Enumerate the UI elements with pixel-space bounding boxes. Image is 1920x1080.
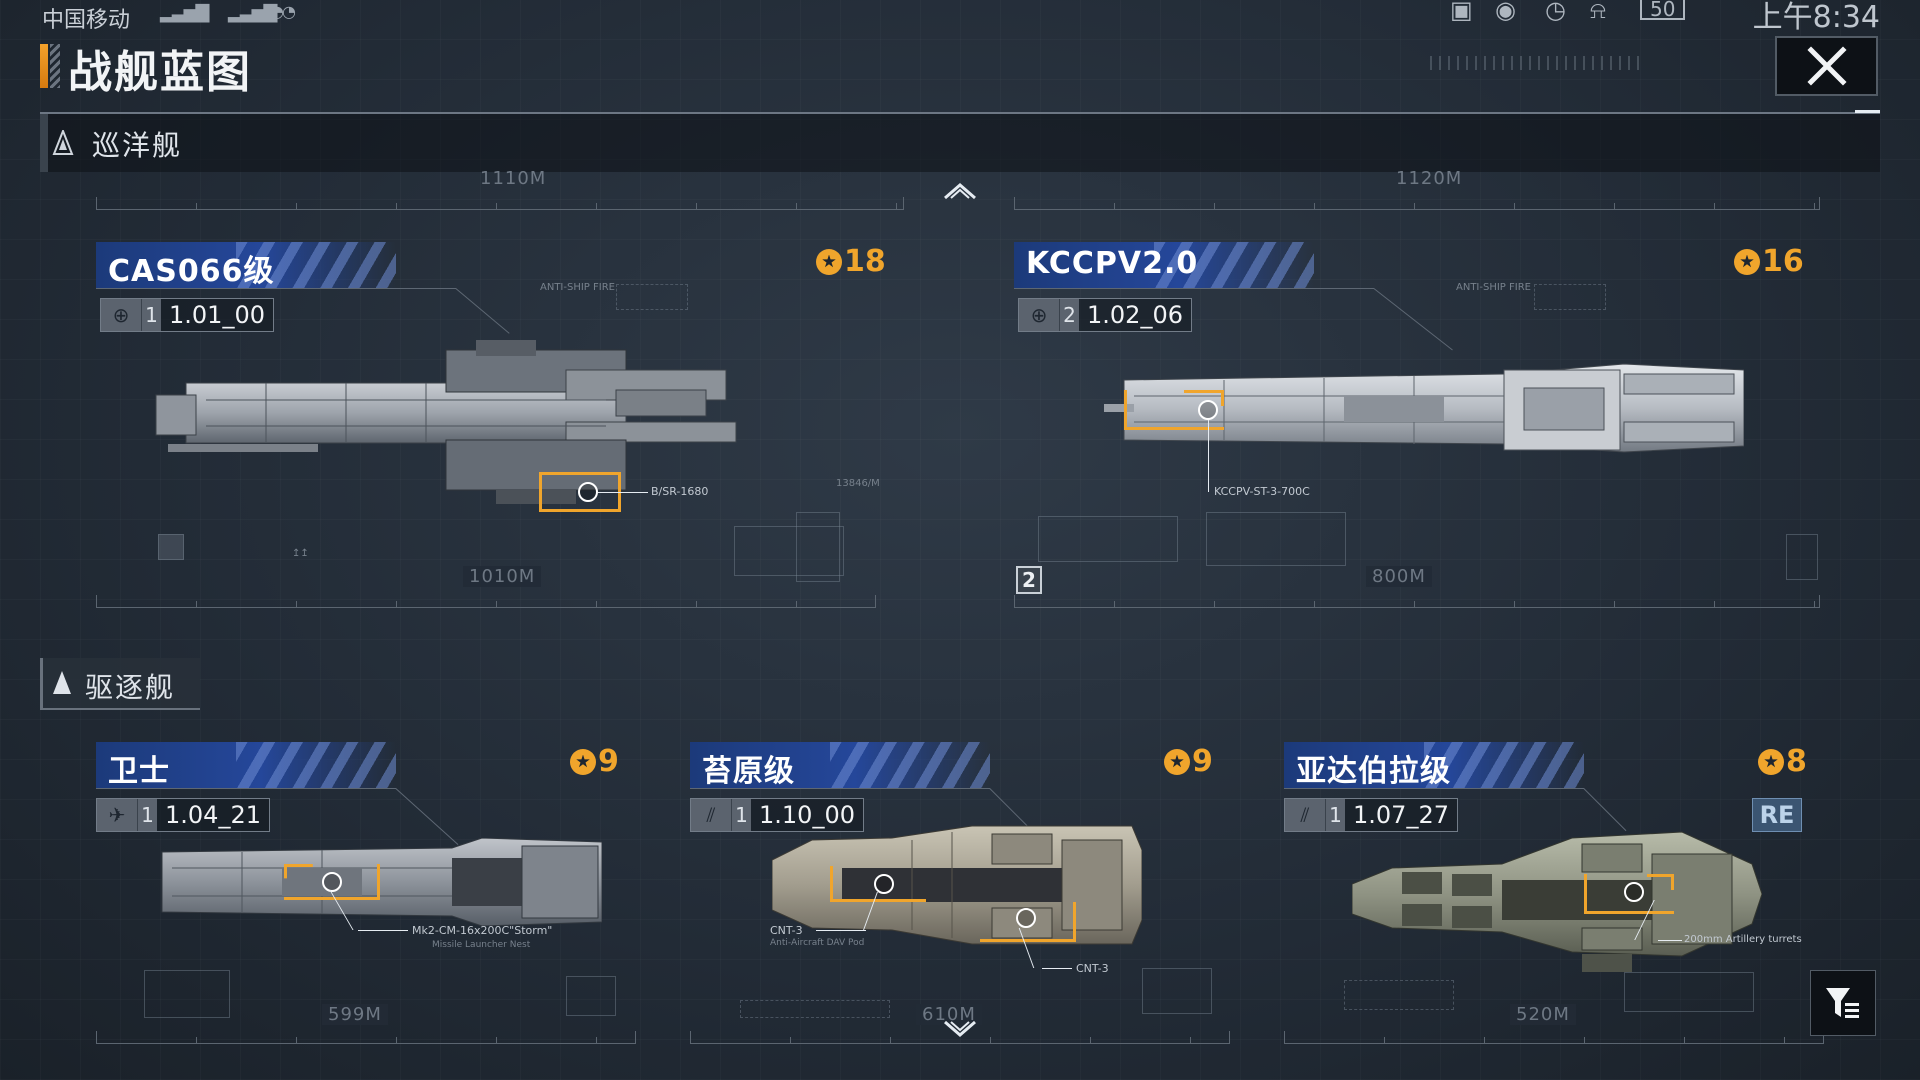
star-points-icon <box>570 748 596 775</box>
scale-ruler <box>1284 1031 1824 1044</box>
title-accent-stripes <box>50 44 60 88</box>
jet-icon: ✈ <box>97 799 137 831</box>
scale-ruler <box>1014 595 1820 608</box>
signal-icon: ▂▃▅▇ <box>160 2 209 23</box>
ship-image-kccpv <box>1104 363 1744 453</box>
scale-ruler <box>96 1031 636 1044</box>
re-badge: RE <box>1752 798 1802 832</box>
star-points-icon <box>1758 748 1784 775</box>
hardpoint-marker[interactable] <box>578 482 598 502</box>
hardpoint-marker[interactable] <box>1198 400 1218 420</box>
scroll-up-button[interactable] <box>943 180 977 200</box>
scale-label: 610M <box>916 1004 982 1025</box>
version-tag: ⫽ 1 1.10_00 <box>690 798 864 832</box>
ship-card-aldabra[interactable]: 亚达伯拉级 8 ⫽ 1 1.07_27 RE 200mm Artillery t… <box>1284 742 1824 1052</box>
points-badge: 9 <box>570 744 619 779</box>
mute-icon: ⍾ <box>1590 0 1606 24</box>
globe-icon: ⊕ <box>101 299 141 331</box>
version-tag: ⊕ 1 1.01_00 <box>100 298 274 332</box>
decor-ticks <box>1430 56 1640 70</box>
hardpoint-marker-1[interactable] <box>874 874 894 894</box>
globe-icon: ⊕ <box>1019 299 1059 331</box>
ship-image-cas066 <box>155 340 737 504</box>
signal-icon-2: ▂▃▅▇ <box>228 2 277 23</box>
hardpoint-label: KCCPV-ST-3-700C <box>1214 485 1310 498</box>
wifi-icon: ◔◔ <box>270 2 296 21</box>
section-header-destroyer: 驱逐舰 <box>40 658 200 710</box>
app-icon: ▣ <box>1450 0 1473 24</box>
hardpoint-label: Mk2-CM-16x200C"Storm" <box>412 924 553 937</box>
section-header-cruiser: 巡洋舰 <box>40 114 1880 172</box>
clock: 上午8:34 <box>1752 0 1880 35</box>
ship-card-cas066[interactable]: CAS066级 18 ⊕ 1 1.01_00 ANTI-SHIP FIRE <box>96 242 886 612</box>
ship-image-guardian <box>161 838 602 926</box>
header-divider <box>40 112 1880 114</box>
ship-name: 苔原级 <box>702 754 795 789</box>
points-badge: 9 <box>1164 744 1213 779</box>
ship-card-kccpv[interactable]: KCCPV2.0 16 ⊕ 2 1.02_06 ANTI-SHIP FIRE K… <box>1014 242 1820 612</box>
ship-name: KCCPV2.0 <box>1026 246 1199 281</box>
scale-label: 1010M <box>463 566 542 587</box>
hardpoint-sublabel-left: Anti-Aircraft DAV Pod <box>770 938 865 948</box>
wing-icon: ⫽ <box>1285 799 1325 831</box>
hardpoint-label: CNT-3 <box>1076 962 1109 975</box>
top-scale-label-1: 1110M <box>480 168 547 189</box>
hardpoint-marker[interactable] <box>1624 882 1644 902</box>
scale-label: 520M <box>1510 1004 1576 1025</box>
version-tag: ⫽ 1 1.07_27 <box>1284 798 1458 832</box>
ship-image-aldabra <box>1352 831 1762 972</box>
battery-indicator: 50 <box>1640 0 1686 20</box>
ship-image-tundra <box>772 825 1142 945</box>
top-scale-label-2: 1120M <box>1396 168 1463 189</box>
hardpoint-marker-2[interactable] <box>1016 908 1036 928</box>
scale-ruler <box>96 595 876 608</box>
section-label-cruiser: 巡洋舰 <box>92 129 183 162</box>
hardpoint-label-left: CNT-3 <box>770 924 803 937</box>
scale-label: 800M <box>1366 566 1432 587</box>
points-badge: 16 <box>1734 244 1804 279</box>
points-badge: 8 <box>1758 744 1807 779</box>
title-accent <box>40 44 48 88</box>
hardpoint-sublabel: Missile Launcher Nest <box>432 940 531 950</box>
scroll-down-button[interactable] <box>943 1020 977 1040</box>
cruiser-class-icon <box>52 130 74 155</box>
status-bar: 中国移动 ▂▃▅▇ ▂▃▅▇ ◔◔ ▣ ◉ ◷ ⍾ 50 上午8:34 <box>0 0 1920 35</box>
alarm-icon: ◷ <box>1545 0 1566 24</box>
version-tag: ⊕ 2 1.02_06 <box>1018 298 1192 332</box>
close-button[interactable] <box>1775 36 1878 96</box>
scale-ruler <box>690 1031 1230 1044</box>
page-title: 战舰蓝图 <box>68 47 252 98</box>
hardpoint-label: 200mm Artillery turrets <box>1684 934 1802 945</box>
scale-label: 599M <box>322 1004 388 1025</box>
filter-icon <box>1826 988 1859 1018</box>
filter-button[interactable] <box>1810 970 1876 1036</box>
hardpoint-label: B/SR-1680 <box>651 485 709 498</box>
section-label-destroyer: 驱逐舰 <box>85 671 176 704</box>
variant-marker: 2 <box>1016 566 1042 594</box>
star-points-icon <box>1734 248 1760 275</box>
wing-icon: ⫽ <box>691 799 731 831</box>
points-badge: 18 <box>816 244 886 279</box>
version-tag: ✈ 1 1.04_21 <box>96 798 270 832</box>
ship-name: CAS066级 <box>108 254 275 289</box>
close-x-icon <box>1806 46 1847 86</box>
eye-icon: ◉ <box>1495 0 1516 24</box>
destroyer-class-icon <box>53 671 71 694</box>
ship-card-tundra[interactable]: 苔原级 9 ⫽ 1 1.10_00 CNT-3 Anti-Aircraft DA… <box>690 742 1230 1052</box>
star-points-icon <box>816 248 842 275</box>
carrier-label: 中国移动 <box>42 8 131 33</box>
header-divider-cap <box>1855 110 1880 113</box>
ship-card-guardian[interactable]: 卫士 9 ✈ 1 1.04_21 Mk2-CM-16x200C"Storm" M… <box>96 742 636 1052</box>
hardpoint-marker[interactable] <box>322 872 342 892</box>
ship-name: 亚达伯拉级 <box>1296 754 1451 789</box>
ship-name: 卫士 <box>108 754 170 789</box>
star-points-icon <box>1164 748 1190 775</box>
